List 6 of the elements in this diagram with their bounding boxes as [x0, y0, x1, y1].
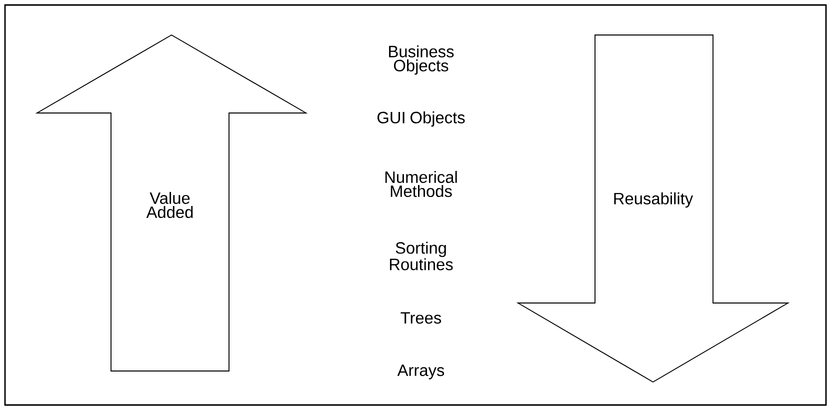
item-label: Trees [400, 312, 442, 324]
item-label: Business Objects [389, 45, 454, 75]
item-label: GUI Objects [378, 111, 465, 127]
item-label: Sorting Routines [390, 242, 453, 270]
item-label: Numerical Methods [385, 170, 457, 198]
item-label: Arrays [397, 364, 444, 380]
